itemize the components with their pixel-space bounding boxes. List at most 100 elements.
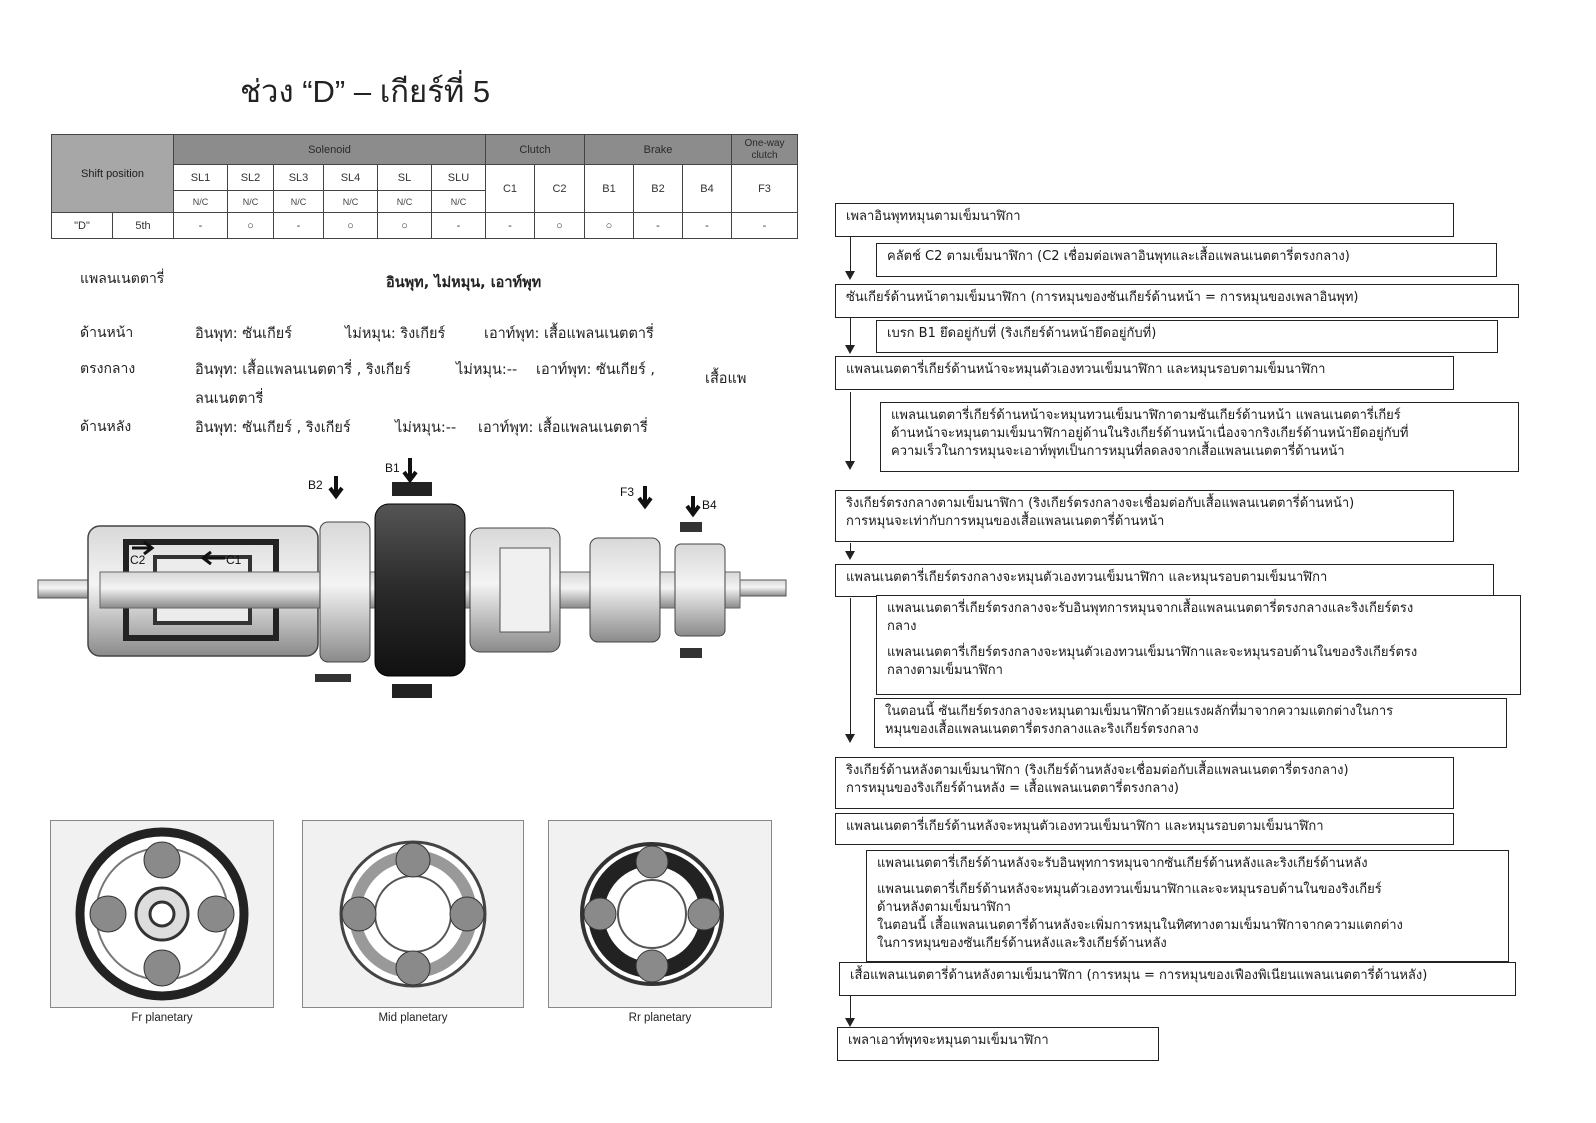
table-cell: ○ [584, 212, 634, 239]
flow-text: ซันเกียร์ด้านหน้าตามเข็มนาฬิกา (การหมุนข… [846, 290, 1359, 305]
planetary-output: เอาท์พุท: เสื้อแพลนเนตตารี่ [484, 326, 654, 342]
flow-arrow [845, 236, 855, 280]
b2-arrow [328, 476, 344, 500]
flow-text: การหมุนของริงเกียร์ด้านหลัง = เสื้อแพลนเ… [846, 781, 1179, 796]
planetary-output: เอาท์พุท: เสื้อแพลนเนตตารี่ [478, 420, 648, 436]
engagement-table: Shift position Solenoid Clutch Brake One… [51, 134, 798, 239]
flow-arrow [845, 392, 855, 470]
flow-arrow [845, 598, 855, 743]
c2-label: C2 [130, 553, 146, 567]
c1-arrow [200, 550, 225, 566]
table-cell: ○ [377, 212, 432, 239]
flow-text: แพลนเนตตารี่เกียร์ด้านหน้าจะหมุนทวนเข็มน… [891, 408, 1401, 423]
flow-text: ด้านหน้าจะหมุนตามเข็มนาฬิกาอยู่ด้านในริง… [891, 426, 1409, 441]
flow-step: แพลนเนตตารี่เกียร์ด้านหลังจะหมุนตัวเองทว… [835, 813, 1454, 845]
c1-label: C1 [226, 553, 242, 567]
flow-text: เพลาอินพุทหมุนตามเข็มนาฬิกา [846, 209, 1021, 224]
mid-planetary-view [302, 820, 524, 1008]
flow-arrow [845, 985, 855, 1027]
brake-header: B1 [584, 164, 634, 213]
flow-text: แพลนเนตตารี่เกียร์ด้านหลังจะรับอินพุทการ… [877, 856, 1368, 871]
flow-text: ด้านหลังตามเข็มนาฬิกา [877, 900, 1011, 915]
flow-text: กลางตามเข็มนาฬิกา [887, 663, 1003, 678]
table-cell: ○ [227, 212, 274, 239]
rr-planetary-caption: Rr planetary [628, 1012, 692, 1024]
flow-step: เพลาเอาท์พุทจะหมุนตามเข็มนาฬิกา [837, 1027, 1159, 1061]
b2-label: B2 [308, 478, 323, 492]
solenoid-group-header: Solenoid [173, 134, 486, 165]
planetary-fixed: ไม่หมุน:-- [456, 362, 518, 378]
table-cell: - [731, 212, 798, 239]
f3-arrow [637, 486, 653, 510]
table-cell: - [431, 212, 486, 239]
solenoid-header: SL4 [323, 164, 378, 191]
table-cell: - [682, 212, 732, 239]
front-planetary [319, 521, 371, 663]
flow-text: หมุนของเสื้อแพลนเนตตารี่ตรงกลางและริงเกี… [885, 722, 1199, 737]
planetary-row-name: ด้านหน้า [80, 325, 134, 341]
planetary-output: เอาท์พุท: ซันเกียร์ , [536, 362, 655, 378]
nc-label: N/C [377, 190, 432, 213]
flow-text: กลาง [887, 619, 917, 634]
flow-text: ริงเกียร์ตรงกลางตามเข็มนาฬิกา (ริงเกียร์… [846, 496, 1355, 511]
flow-text: เพลาเอาท์พุทจะหมุนตามเข็มนาฬิกา [848, 1033, 1049, 1048]
flow-step: เสื้อแพลนเนตตารี่ด้านหลังตามเข็มนาฬิกา (… [839, 962, 1516, 996]
planetary-col-label: แพลนเนตตารี่ [80, 271, 165, 287]
flow-text: ในตอนนี้ ซันเกียร์ตรงกลางจะหมุนตามเข็มนา… [885, 704, 1394, 719]
c2-arrow [132, 540, 155, 556]
flow-text: แพลนเนตตารี่เกียร์ด้านหลังจะหมุนตัวเองทว… [877, 882, 1382, 897]
clutch-header: C2 [534, 164, 585, 213]
flow-step: แพลนเนตตารี่เกียร์ด้านหลังจะรับอินพุทการ… [866, 850, 1509, 962]
b1-label: B1 [385, 461, 400, 475]
transmission-diagram: B2 B1 F3 B4 C2 C1 [37, 458, 787, 698]
flow-text: ในตอนนี้ เสื้อแพลนเนตตารี่ด้านหลังจะเพิ่… [877, 918, 1403, 933]
flow-text: ความเร็วในการหมุนจะเอาท์พุทเป็นการหมุนที… [891, 444, 1345, 459]
flow-step: ริงเกียร์ตรงกลางตามเข็มนาฬิกา (ริงเกียร์… [835, 490, 1454, 542]
solenoid-header: SL2 [227, 164, 274, 191]
planetary-fixed: ไม่หมุน: ริงเกียร์ [345, 326, 446, 342]
nc-label: N/C [227, 190, 274, 213]
solenoid-header: SLU [431, 164, 486, 191]
flow-text: แพลนเนตตารี่เกียร์ด้านหลังจะหมุนตัวเองทว… [846, 819, 1324, 834]
brake-header: B2 [633, 164, 683, 213]
oneway-header: F3 [731, 164, 798, 213]
b4-label: B4 [702, 498, 717, 512]
rr-planetary-view [548, 820, 772, 1008]
flow-step: เบรก B1 ยึดอยู่กับที่ (ริงเกียร์ด้านหน้า… [876, 320, 1498, 353]
nc-label: N/C [173, 190, 228, 213]
table-cell: - [485, 212, 535, 239]
flow-text: คลัตช์ C2 ตามเข็มนาฬิกา (C2 เชื่อมต่อเพล… [887, 249, 1350, 264]
flow-step: เพลาอินพุทหมุนตามเข็มนาฬิกา [835, 203, 1454, 237]
flow-text: เสื้อแพลนเนตตารี่ด้านหลังตามเข็มนาฬิกา (… [850, 968, 1428, 983]
table-cell: ○ [534, 212, 585, 239]
flow-step: แพลนเนตตารี่เกียร์ด้านหน้าจะหมุนทวนเข็มน… [880, 402, 1519, 472]
nc-label: N/C [431, 190, 486, 213]
clutch-header: C1 [485, 164, 535, 213]
flow-text: เบรก B1 ยึดอยู่กับที่ (ริงเกียร์ด้านหน้า… [887, 326, 1157, 341]
flow-text: แพลนเนตตารี่เกียร์ตรงกลางจะหมุนตัวเองทวน… [846, 570, 1328, 585]
brake-header: B4 [682, 164, 732, 213]
shift-position-header: Shift position [51, 134, 174, 213]
flow-step: แพลนเนตตารี่เกียร์ตรงกลางจะหมุนตัวเองทวน… [835, 564, 1494, 597]
page-title: ช่วง “D” – เกียร์ที่ 5 [240, 74, 491, 109]
flow-arrow [845, 318, 855, 354]
planetary-row-name: ตรงกลาง [80, 361, 136, 377]
flow-text: ในการหมุนของซันเกียร์ด้านหลังและริงเกียร… [877, 936, 1167, 951]
flow-text: แพลนเนตตารี่เกียร์ด้านหน้าจะหมุนตัวเองทว… [846, 362, 1326, 377]
flow-arrow [845, 543, 855, 560]
table-cell: ○ [323, 212, 378, 239]
planetary-header: อินพุท, ไม่หมุน, เอาท์พุท [386, 275, 542, 291]
flow-text: แพลนเนตตารี่เกียร์ตรงกลางจะรับอินพุทการห… [887, 601, 1414, 616]
flow-step: ซันเกียร์ด้านหน้าตามเข็มนาฬิกา (การหมุนข… [835, 284, 1519, 318]
brake-group-header: Brake [584, 134, 732, 165]
b4-arrow [685, 496, 701, 518]
flow-text: แพลนเนตตารี่เกียร์ตรงกลางจะหมุนตัวเองทวน… [887, 645, 1418, 660]
rear-planetary [589, 537, 661, 643]
solenoid-header: SL3 [273, 164, 324, 191]
nc-label: N/C [273, 190, 324, 213]
clutch-group-header: Clutch [485, 134, 585, 165]
fr-planetary-caption: Fr planetary [131, 1012, 193, 1024]
b1-arrow [402, 458, 418, 484]
fr-planetary-view [50, 820, 274, 1008]
solenoid-header: SL1 [173, 164, 228, 191]
